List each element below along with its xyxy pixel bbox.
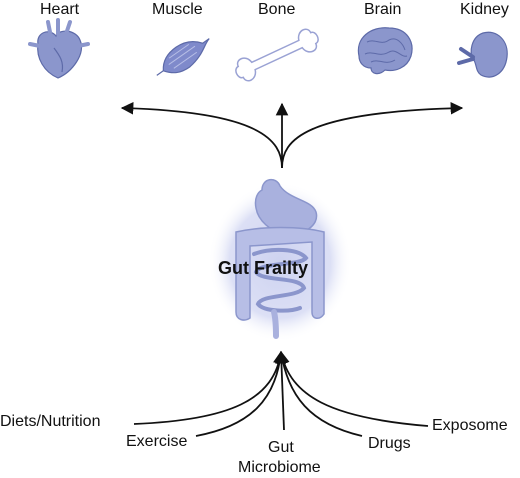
muscle-icon (156, 38, 210, 76)
organ-label-kidney: Kidney (460, 1, 509, 18)
factor-label-drugs: Drugs (368, 435, 411, 452)
arrow-from-exposome (277, 350, 429, 427)
arrow-from-exercise (195, 350, 287, 437)
bone-icon (235, 28, 319, 82)
arrow-from-drugs (276, 350, 363, 437)
organ-label-brain: Brain (364, 1, 402, 18)
factor-label-microbiome: Microbiome (238, 459, 321, 476)
factor-label-gut: Gut (268, 439, 294, 456)
factor-arrows (133, 350, 429, 437)
heart-icon (28, 18, 90, 79)
organ-label-bone: Bone (258, 1, 296, 18)
factor-label-diets-nutrition: Diets/Nutrition (0, 413, 101, 430)
arrow-left-organs (120, 102, 283, 169)
kidney-icon (457, 31, 508, 78)
organ-label-muscle: Muscle (152, 1, 203, 18)
brain-icon (357, 27, 413, 75)
center-label-gut-frailty: Gut Frailty (218, 258, 309, 278)
arrow-from-diets (133, 350, 286, 425)
organ-arrows (120, 101, 464, 169)
arrow-right-organs (281, 101, 464, 169)
gut-illustration (208, 178, 352, 342)
factor-label-exposome: Exposome (432, 417, 508, 434)
organ-label-heart: Heart (40, 1, 80, 18)
factor-label-exercise: Exercise (126, 433, 188, 450)
